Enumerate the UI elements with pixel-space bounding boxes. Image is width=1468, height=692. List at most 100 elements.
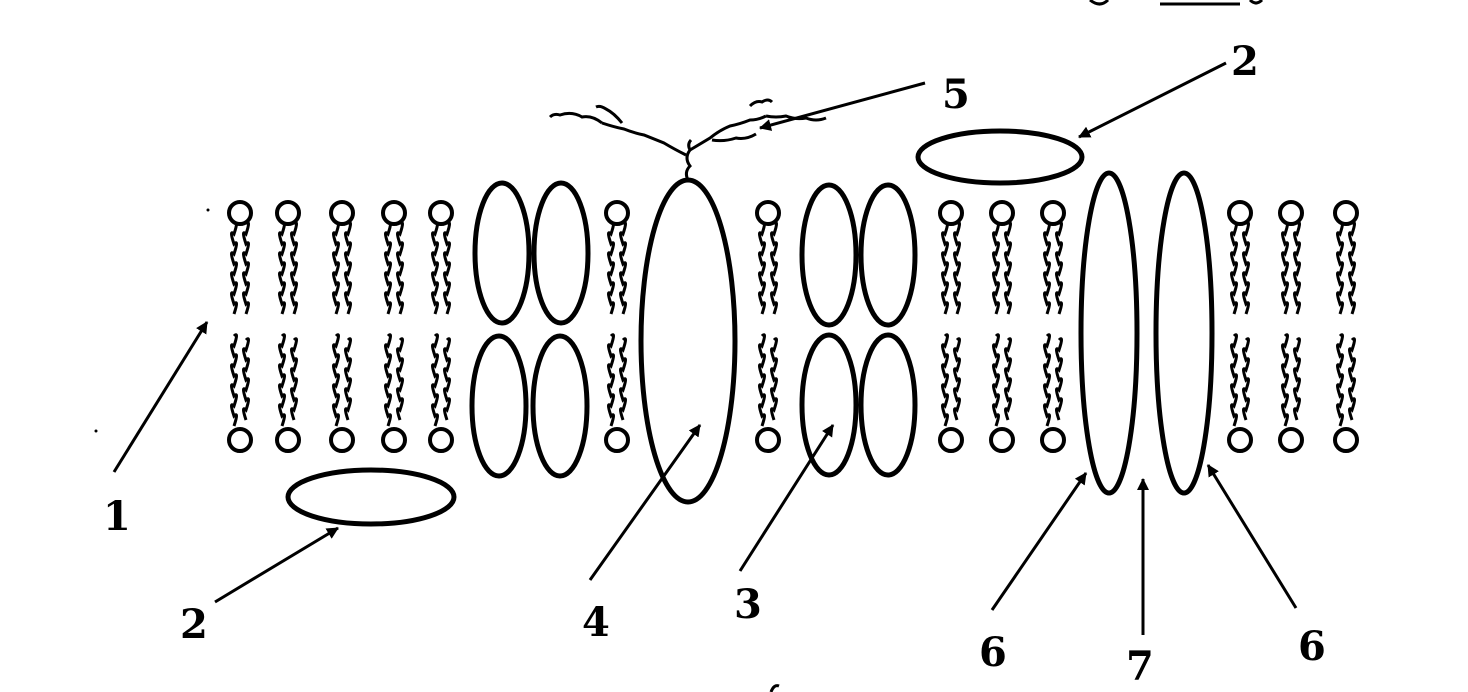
- arrow-2-top: [1078, 61, 1227, 139]
- phospholipid-head: [1278, 427, 1304, 453]
- label-pore: 7: [1126, 643, 1154, 690]
- lipid-bilayer: [227, 200, 1359, 453]
- phospholipid: [1333, 200, 1359, 453]
- phospholipid-head: [989, 427, 1015, 453]
- phospholipid: [275, 200, 301, 453]
- channel-protein-left: [1078, 170, 1140, 496]
- phospholipid-tail: [758, 221, 778, 315]
- phospholipid-head: [1333, 427, 1359, 453]
- phospholipid-tail: [1230, 221, 1250, 315]
- phospholipid-tail: [230, 221, 250, 315]
- arrow-6-right: [1206, 464, 1298, 609]
- phospholipid-tail: [607, 333, 627, 427]
- speck: [94, 429, 98, 433]
- phospholipid-tail: [1043, 333, 1063, 427]
- speck: [206, 208, 210, 212]
- phospholipid-head: [938, 427, 964, 453]
- phospholipid-tail: [1043, 221, 1063, 315]
- phospholipid-head: [275, 427, 301, 453]
- channel-protein-right: [1153, 170, 1215, 496]
- phospholipid-tail: [941, 333, 961, 427]
- arrow-6-left: [990, 472, 1088, 611]
- phospholipid-tail: [607, 221, 627, 315]
- phospholipid: [989, 200, 1015, 453]
- peripheral-protein-bottom: [285, 467, 457, 527]
- protein-group-left: [469, 180, 591, 479]
- protein-group-middle: [799, 182, 918, 478]
- half-integral-protein: [531, 180, 591, 326]
- phospholipid: [1278, 200, 1304, 453]
- speck: [769, 684, 780, 692]
- label-integral-protein: 4: [582, 599, 610, 646]
- phospholipid-head: [428, 200, 454, 226]
- phospholipid-head: [329, 200, 355, 226]
- label-glycocalyx: 5: [942, 71, 970, 118]
- phospholipid-head: [227, 200, 253, 226]
- phospholipid-tail: [278, 221, 298, 315]
- phospholipid-head: [275, 200, 301, 226]
- phospholipid-head: [381, 427, 407, 453]
- phospholipid-head: [381, 200, 407, 226]
- label-channel-protein-left: 6: [979, 629, 1007, 676]
- phospholipid-head: [989, 200, 1015, 226]
- phospholipid-head: [1040, 427, 1066, 453]
- phospholipid-head: [1333, 200, 1359, 226]
- phospholipid-tail: [431, 333, 451, 427]
- integral-protein: [638, 177, 738, 505]
- phospholipid-tail: [332, 221, 352, 315]
- phospholipid-tail: [941, 221, 961, 315]
- arrow-4: [588, 424, 702, 581]
- phospholipid-head: [604, 427, 630, 453]
- label-channel-protein-right: 6: [1298, 623, 1326, 670]
- phospholipid: [1227, 200, 1253, 453]
- phospholipid-head: [1227, 200, 1253, 226]
- phospholipid-tail: [332, 333, 352, 427]
- phospholipid-head: [1227, 427, 1253, 453]
- phospholipid: [227, 200, 253, 453]
- label-half-integral-protein: 3: [734, 581, 762, 628]
- phospholipid-head: [329, 427, 355, 453]
- phospholipid-head: [755, 427, 781, 453]
- label-peripheral-protein-bottom: 2: [180, 601, 208, 648]
- phospholipid: [755, 200, 781, 453]
- phospholipid-tail: [431, 221, 451, 315]
- arrow-1: [112, 321, 209, 473]
- phospholipid-head: [604, 200, 630, 226]
- phospholipid: [1040, 200, 1066, 453]
- phospholipid-head: [227, 427, 253, 453]
- phospholipid: [938, 200, 964, 453]
- phospholipid-tail: [384, 333, 404, 427]
- phospholipid-tail: [384, 221, 404, 315]
- phospholipid-head: [938, 200, 964, 226]
- phospholipid-tail: [1281, 221, 1301, 315]
- peripheral-protein-top: [915, 128, 1085, 186]
- phospholipid-tail: [1336, 333, 1356, 427]
- half-integral-protein: [858, 332, 918, 478]
- phospholipid: [604, 200, 630, 453]
- half-integral-protein: [858, 182, 918, 328]
- arrow-3: [738, 424, 835, 572]
- label-lipid-bilayer: 1: [103, 493, 131, 540]
- phospholipid-tail: [758, 333, 778, 427]
- half-integral-protein: [469, 333, 529, 479]
- label-peripheral-protein-top: 2: [1231, 38, 1259, 85]
- phospholipid: [329, 200, 355, 453]
- phospholipid-tail: [1230, 333, 1250, 427]
- arrow-2-bottom: [214, 526, 339, 604]
- phospholipid-head: [428, 427, 454, 453]
- phospholipid-head: [1040, 200, 1066, 226]
- half-integral-protein: [799, 182, 859, 328]
- phospholipid-tail: [992, 221, 1012, 315]
- phospholipid-head: [1278, 200, 1304, 226]
- phospholipid-tail: [1336, 221, 1356, 315]
- phospholipid-tail: [992, 333, 1012, 427]
- phospholipid-head: [755, 200, 781, 226]
- half-integral-protein: [472, 180, 532, 326]
- half-integral-protein: [799, 332, 859, 478]
- glycocalyx-branches: [548, 98, 827, 181]
- arrow-5: [759, 81, 926, 131]
- phospholipid-tail: [278, 333, 298, 427]
- phospholipid-tail: [1281, 333, 1301, 427]
- phospholipid: [381, 200, 407, 453]
